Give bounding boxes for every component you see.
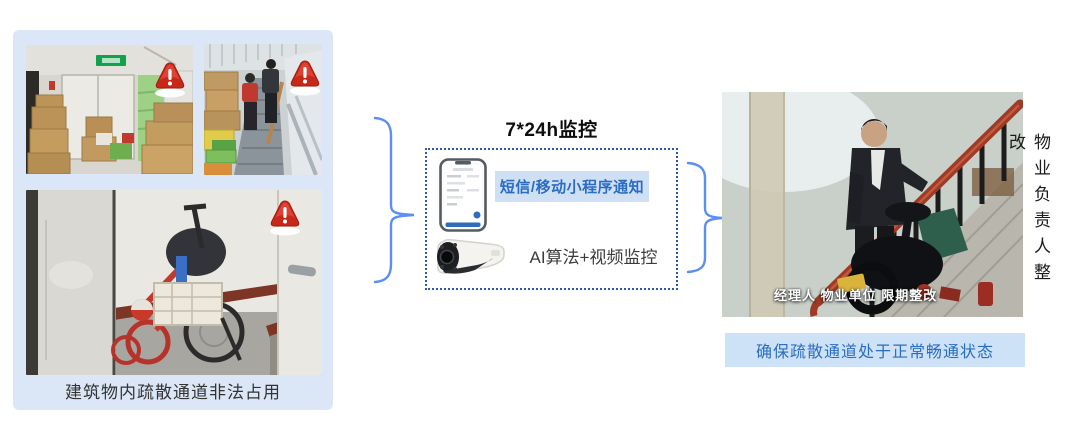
video-overlay-caption: 经理人 物业单位 限期整改 (774, 288, 938, 303)
warning-triangle-icon (287, 56, 323, 98)
problem-panel: 建筑物内疏散通道非法占用 (13, 30, 333, 410)
right-curly-brace (685, 158, 727, 278)
surveillance-camera-icon (431, 230, 509, 282)
warning-triangle-icon (152, 58, 188, 100)
sms-notification-label: 短信/移动小程序通知 (495, 171, 649, 202)
warning-triangle-icon (267, 196, 303, 238)
monitoring-box: 短信/移动小程序通知 AI算法+视频监控 (425, 148, 678, 290)
rectification-illustration (722, 92, 1023, 317)
monitoring-title: 7*24h监控 (505, 120, 598, 141)
problem-caption: 建筑物内疏散通道非法占用 (65, 383, 281, 402)
smartphone-app-icon (439, 158, 487, 232)
photo-manager-rectifying: 经理人 物业单位 限期整改 (722, 92, 1023, 317)
ai-video-label: AI算法+视频监控 (529, 247, 658, 267)
result-status-bar: 确保疏散通道处于正常畅通状态 (725, 333, 1025, 367)
rectification-side-label: 物业负责人整改 (1006, 133, 1050, 289)
left-curly-brace (370, 112, 420, 288)
